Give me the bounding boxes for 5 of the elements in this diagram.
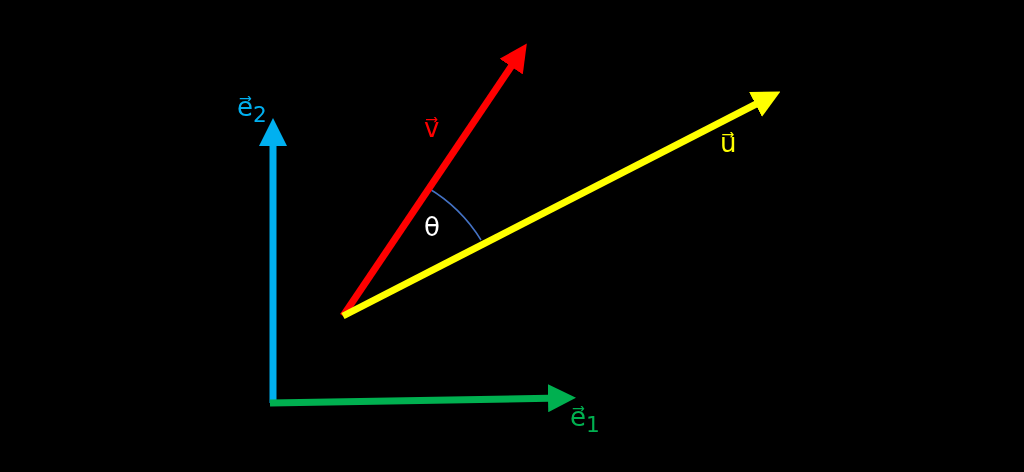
- angle-label: θ: [424, 212, 440, 242]
- vector-label: u⃗: [720, 128, 737, 158]
- vector-label: v⃗: [424, 113, 440, 143]
- vector-label: e⃗$_{1}$: [570, 402, 600, 440]
- vector-label: e⃗$_{2}$: [237, 92, 267, 130]
